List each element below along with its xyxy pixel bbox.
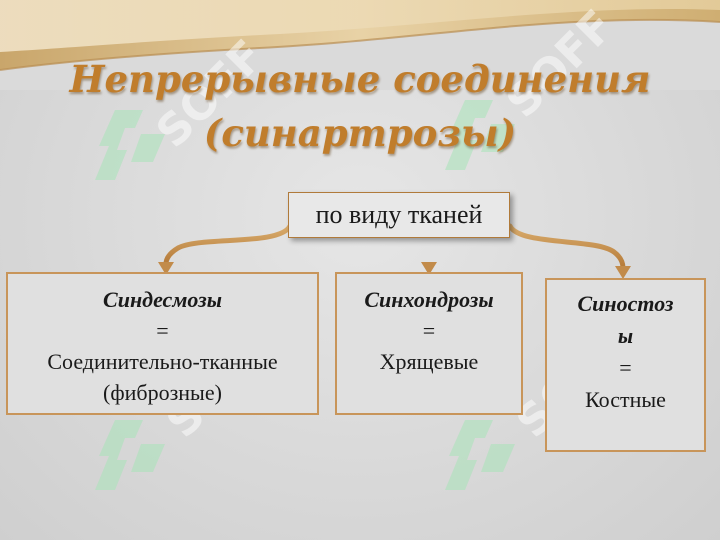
title-line-1: Непрерывные соединения <box>69 57 651 101</box>
category-description: Хрящевые <box>379 349 479 374</box>
slide-title: Непрерывные соединения (синартрозы) <box>0 52 720 160</box>
root-category-box: по виду тканей <box>288 192 510 238</box>
category-box-synostoses: Синостоз ы = Костные <box>545 278 706 452</box>
category-description: Соединительно-тканные <box>47 349 278 374</box>
equals-sign: = <box>156 318 169 343</box>
category-description: Костные <box>585 387 666 412</box>
category-box-synchondroses: Синхондрозы = Хрящевые <box>335 272 523 415</box>
category-name-2: ы <box>617 323 634 348</box>
title-line-2: (синартрозы) <box>203 111 517 155</box>
category-box-syndesmoses: Синдесмозы = Соединительно-тканные (фибр… <box>6 272 319 415</box>
category-description-2: (фиброзные) <box>103 380 222 405</box>
equals-sign: = <box>619 355 632 380</box>
root-label: по виду тканей <box>315 200 483 229</box>
decorative-header-wave <box>0 0 720 90</box>
equals-sign: = <box>422 318 436 343</box>
arrow-to-synostoses <box>507 223 626 271</box>
arrow-to-syndesmoses <box>163 223 293 267</box>
category-name: Синостоз <box>577 291 674 316</box>
category-name: Синхондрозы <box>364 287 494 312</box>
category-name: Синдесмозы <box>103 287 222 312</box>
